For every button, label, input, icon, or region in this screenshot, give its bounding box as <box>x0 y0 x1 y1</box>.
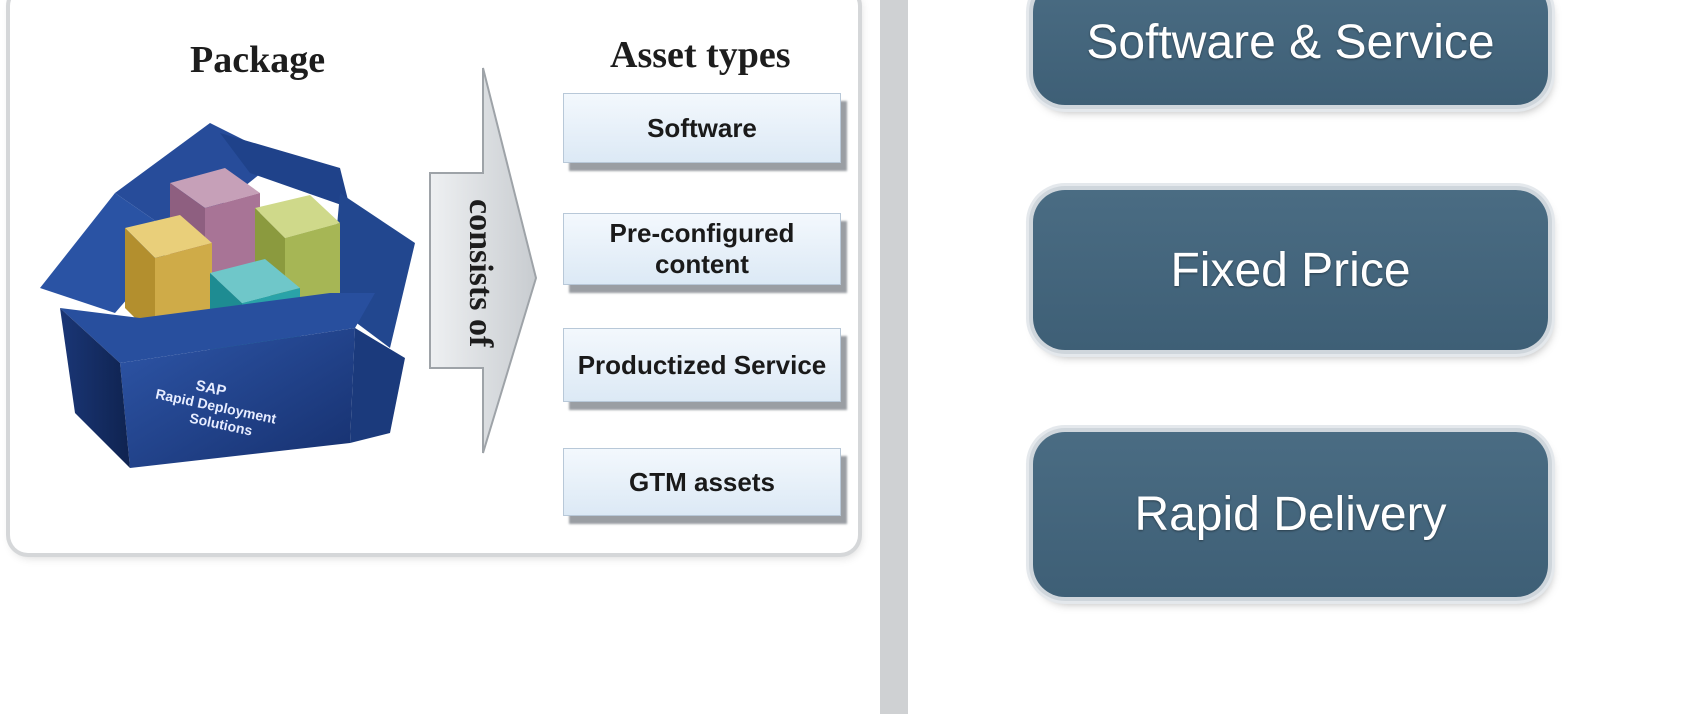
package-box-illustration: SAP Rapid Deployment Solutions <box>40 123 415 468</box>
asset-software: Software <box>563 93 841 163</box>
asset-preconfigured-content: Pre-configured content <box>563 213 841 285</box>
consists-of-arrow <box>429 67 538 454</box>
package-panel: Package Asset types <box>10 0 858 553</box>
consists-of-label: consists of <box>462 198 499 348</box>
package-title: Package <box>190 39 326 81</box>
feature-rapid-delivery: Rapid Delivery <box>1033 432 1548 597</box>
feature-software-service: Software & Service <box>1033 0 1548 105</box>
feature-fixed-price: Fixed Price <box>1033 190 1548 350</box>
svg-text:SAP: SAP <box>194 377 228 400</box>
asset-gtm-assets: GTM assets <box>563 448 841 516</box>
column-divider <box>880 0 908 714</box>
asset-productized-service: Productized Service <box>563 328 841 402</box>
asset-types-title: Asset types <box>610 34 791 76</box>
